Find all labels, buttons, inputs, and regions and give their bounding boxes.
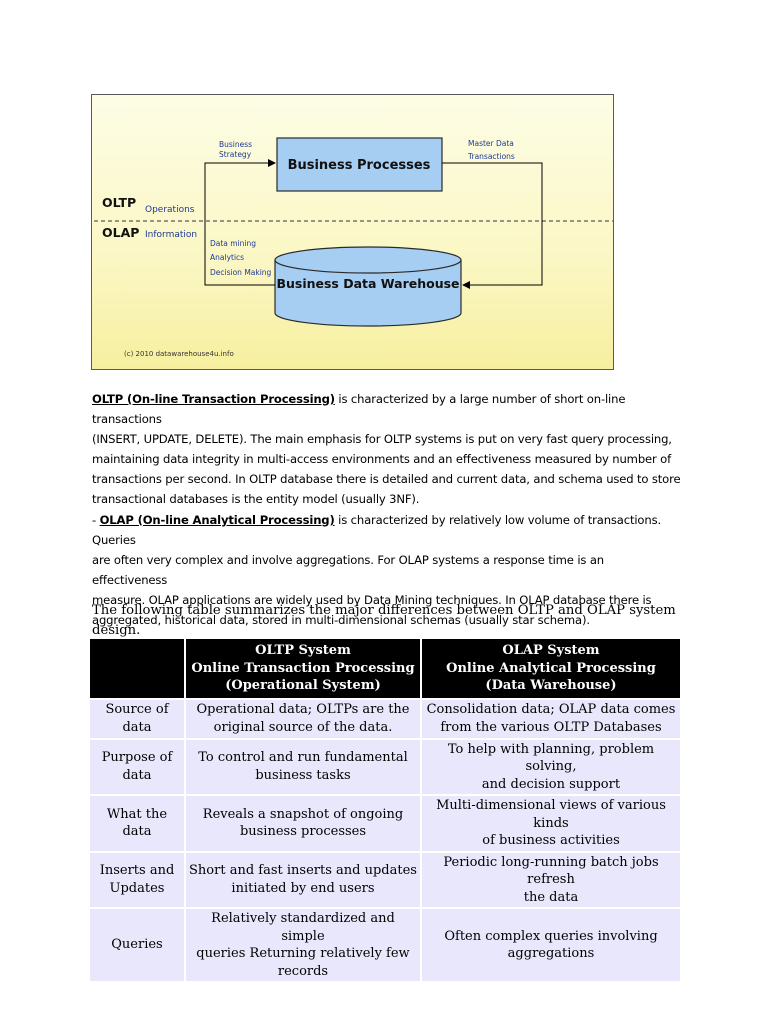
oltp-description: OLTP (On-line Transaction Processing) is… [92,389,682,509]
olap-label: OLAP [102,225,139,240]
olap-description-line-2: are often very complex and involve aggre… [92,553,604,587]
cell-text: Short and fast inserts and updates [189,863,417,879]
olap-cell: Periodic long-running batch jobs refresh… [422,852,680,907]
strategy-arrow [204,159,276,286]
cell-text: aggregations [507,946,595,961]
business-processes-label: Business Processes [288,158,431,173]
oltp-description-line-2: (INSERT, UPDATE, DELETE). The main empha… [92,432,672,446]
business-data-warehouse-label: Business Data Warehouse [276,276,459,291]
cell-text: Relatively standardized and simple [211,911,395,944]
cell-text: business processes [239,824,367,840]
oltp-term: OLTP (On-line Transaction Processing) [92,392,335,406]
operations-label: Operations [145,205,195,215]
oltp-label: OLTP [102,195,136,210]
diagram-copyright: (c) 2010 datawarehouse4u.info [124,350,234,358]
cell-text: To control and run fundamental [198,750,408,766]
cell-text: of business activities [482,833,620,848]
cell-text: Periodic long-running batch jobs refresh [443,854,659,888]
cell-text: original source of the data. [213,719,393,735]
olap-description-line-1: is characterized by relatively low volum… [92,513,661,547]
oltp-description-line-5: transactional databases is the entity mo… [92,492,420,506]
cell-text: What the data [106,806,168,840]
olap-description-line-3: measure. OLAP applications are widely us… [92,593,652,607]
analysis-item-decision-making: Decision Making [210,268,272,277]
information-label: Information [145,230,197,240]
analysis-item-analytics: Analytics [210,253,244,262]
cell-text: Purpose of [101,750,173,766]
oltp-cell: Reveals a snapshot of ongoing business pr… [186,796,420,851]
header-oltp-line-2: Online Transaction Processing [191,660,415,676]
header-blank [90,639,184,698]
header-oltp-line-1: OLTP System [255,643,351,658]
diagram-canvas: Business Processes Business Data Warehou… [94,137,613,358]
table-intro: The following table summarizes the major… [92,603,676,638]
header-olap-line-1: OLAP System [502,643,600,658]
oltp-description-line-4: transactions per second. In OLTP databas… [92,472,681,486]
cell-text: Source of data [105,702,169,735]
cell-text: the data [523,889,579,905]
table-row: Queries Relatively standardized and simp… [90,909,680,981]
olap-description-line-4: aggregated, historical data, stored in m… [92,613,590,627]
header-oltp-line-3: (Operational System) [225,678,381,693]
cell-text: business tasks [255,767,351,783]
olap-cell: Multi-dimensional views of various kinds… [422,796,680,851]
row-label: Source of data [90,699,184,738]
cell-text: Often complex queries involving [444,928,658,944]
header-olap-line-3: (Data Warehouse) [485,678,617,693]
cell-text: Inserts and [99,863,175,879]
master-data-label-2: Transactions [467,152,515,161]
olap-description-dash: - [92,513,100,527]
table-row: What the data Reveals a snapshot of ongo… [90,796,680,851]
analysis-item-data-mining: Data mining [210,239,256,248]
olap-cell: Often complex queries involving aggregati… [422,909,680,981]
olap-cell: To help with planning, problem solving,a… [422,739,680,794]
cell-text: Consolidation data; OLAP data comes [426,702,676,717]
cell-text: data [122,767,152,783]
cell-text: queries Returning relatively few [196,946,410,961]
cell-text: Multi-dimensional views of various kinds [436,798,666,831]
cell-text: Operational data; OLTPs are the [196,702,410,717]
warehouse-cylinder-top [274,246,462,274]
oltp-description-line-3: maintaining data integrity in multi-acce… [92,452,672,466]
header-olap-line-2: Online Analytical Processing [446,660,656,676]
oltp-cell: Relatively standardized and simple querie… [186,909,420,981]
cell-text: initiated by end users [231,880,375,896]
warehouse-cylinder-body [274,260,462,327]
oltp-olap-diagram: Business Processes Business Data Warehou… [91,94,614,370]
business-processes-box [276,137,443,192]
cell-text: Queries [111,937,163,953]
cell-text: records [277,963,329,979]
row-label: What the data [90,796,184,851]
oltp-description-line-1: is characterized by a large number of sh… [92,392,626,426]
olap-term: OLAP (On-line Analytical Processing) [99,513,335,527]
cell-text: and decision support [481,776,621,792]
oltp-cell: Operational data; OLTPs are the original … [186,699,420,738]
cell-text: from the various OLTP Databases [440,719,662,735]
row-label: Queries [90,909,184,981]
cell-text: Reveals a snapshot of ongoing [202,806,404,822]
master-data-label-1: Master Data [468,139,514,148]
olap-description: - OLAP (On-line Analytical Processing) i… [92,510,682,630]
cell-text: To help with planning, problem solving, [447,741,655,775]
business-strategy-label-2: Strategy [219,150,252,159]
olap-cell: Consolidation data; OLAP data comes from … [422,699,680,738]
transactions-arrow [442,162,543,289]
cell-text: Updates [109,880,165,896]
business-strategy-label-1: Business [219,140,252,149]
table-row: Source of data Operational data; OLTPs a… [90,699,680,738]
